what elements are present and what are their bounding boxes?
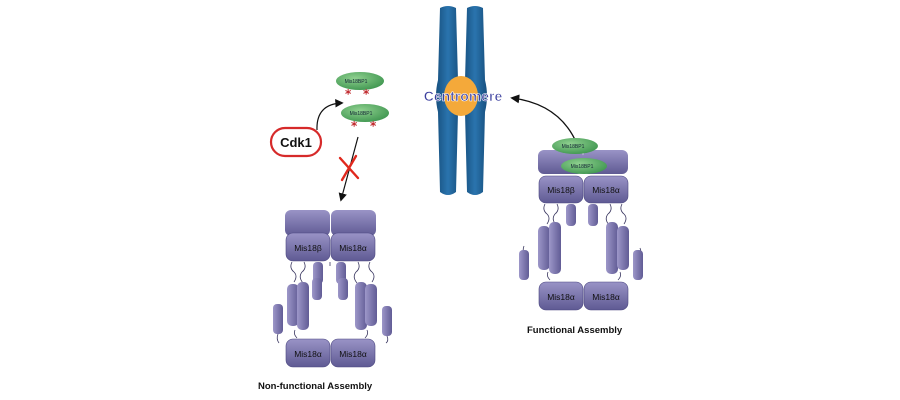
f-col-right-2 <box>617 226 629 270</box>
phospho-mis18bp1-pair: Mis18BP1 Mis18BP1 * * * * <box>336 72 389 133</box>
nf-col-left-1 <box>287 284 299 326</box>
nf-mis18alpha-box-br <box>330 338 376 368</box>
nf-side-left <box>273 304 283 334</box>
mis18bp1-label-top: Mis18BP1 <box>345 79 368 85</box>
nf-mis18alpha-label-bl: Mis18α <box>294 349 322 359</box>
f-mis18bp1-label-1: Mis18BP1 <box>562 144 585 150</box>
f-mis18alpha-label-br: Mis18α <box>592 292 620 302</box>
f-mis18alpha-box-top <box>583 175 629 204</box>
svg-text:*: * <box>370 119 377 133</box>
nf-cap-left <box>285 210 330 236</box>
f-mis18bp1-blob-1 <box>552 138 598 154</box>
f-side-right <box>633 250 643 280</box>
functional-assembly: Mis18BP1 Mis18BP1 Mis18β Mis18α <box>519 138 643 311</box>
cross-mark-icon <box>338 154 360 182</box>
cdk1-label: Cdk1 <box>280 135 312 150</box>
f-mis18bp1-blob-2 <box>561 158 607 174</box>
f-coil-1 <box>566 204 576 226</box>
nf-mis18beta-label: Mis18β <box>294 243 322 253</box>
nf-mis18beta-box <box>285 232 331 262</box>
f-mis18bp1-label-2: Mis18BP1 <box>571 164 594 170</box>
f-col-left-2 <box>549 222 561 274</box>
f-mis18alpha-box-br <box>583 281 629 311</box>
f-side-left <box>519 250 529 280</box>
cdk1-badge <box>269 126 323 158</box>
functional-assembly-caption: Functional Assembly <box>527 325 623 336</box>
nf-cap-right <box>331 210 376 236</box>
nf-mid-right <box>338 278 348 300</box>
f-mis18beta-box <box>538 175 584 204</box>
nonfunctional-assembly-caption: Non-functional Assembly <box>258 381 373 392</box>
nf-mid-left <box>312 278 322 300</box>
phospho-asterisk-icon: * * * * <box>345 87 377 133</box>
f-mis18alpha-label-bl: Mis18α <box>547 292 575 302</box>
phosphorylation-arrow <box>316 99 344 131</box>
mis18bp1-label-bottom: Mis18BP1 <box>350 111 373 117</box>
nf-col-right-2 <box>365 284 377 326</box>
nf-mis18alpha-label-br: Mis18α <box>339 349 367 359</box>
nf-linkers-lower <box>276 329 389 344</box>
mis18bp1-blob-bottom <box>341 104 389 122</box>
f-col-right-1 <box>606 222 618 274</box>
nonfunctional-assembly: Mis18β Mis18α Mis18α Mis1 <box>273 210 392 368</box>
centromere-label: Centromere <box>424 88 503 104</box>
nf-col-right-1 <box>355 282 367 330</box>
nf-col-left-2 <box>297 282 309 330</box>
centromere-core <box>444 76 478 116</box>
f-col-left-1 <box>538 226 550 270</box>
nf-mis18alpha-label-top: Mis18α <box>339 243 367 253</box>
chromosome: Centromere <box>423 6 503 195</box>
svg-text:*: * <box>351 119 358 133</box>
f-mis18alpha-label-top: Mis18α <box>592 185 620 195</box>
svg-text:*: * <box>363 87 370 101</box>
f-mis18beta-label: Mis18β <box>547 185 575 195</box>
svg-text:*: * <box>345 87 352 101</box>
nf-mis18alpha-box-top <box>330 232 376 262</box>
f-mis18alpha-box-bl <box>538 281 584 311</box>
nf-mis18alpha-box-bl <box>285 338 331 368</box>
nf-linkers <box>290 261 375 284</box>
f-coil-2 <box>588 204 598 226</box>
cdk1-kinase: Cdk1 <box>269 126 323 158</box>
mis18bp1-blob-top <box>336 72 384 90</box>
targeting-arrow <box>510 94 578 145</box>
nf-side-right <box>382 306 392 336</box>
